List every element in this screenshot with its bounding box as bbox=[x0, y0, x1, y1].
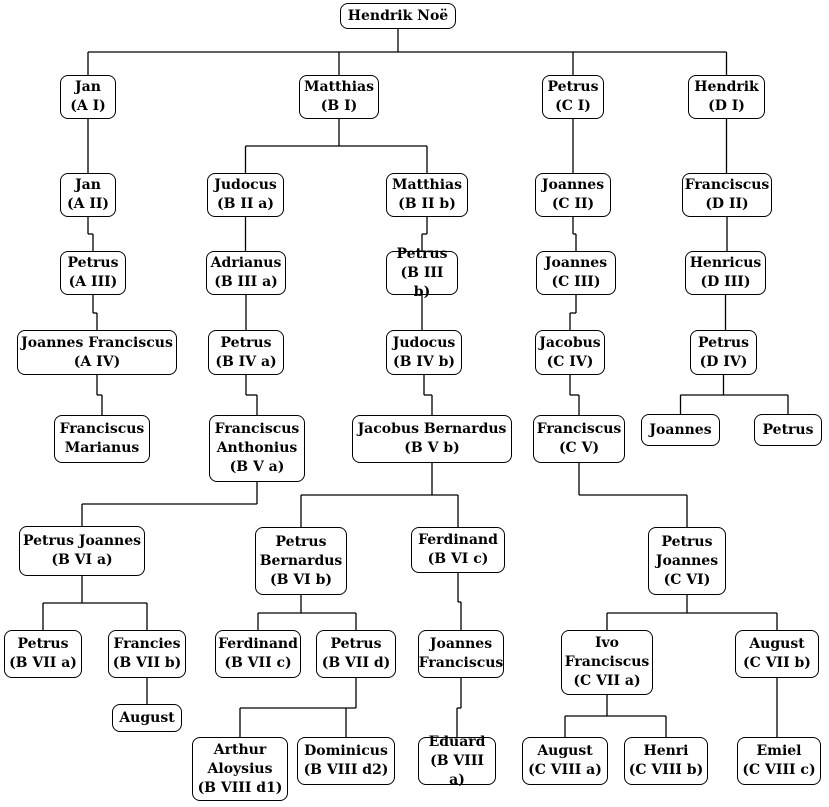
node-c5: Franciscus (C V) bbox=[533, 415, 625, 463]
node-b7b: Francies (B VII b) bbox=[108, 630, 186, 678]
node-label: Joannes (C III) bbox=[544, 255, 608, 290]
node-label: Joannes Franciscus bbox=[418, 636, 504, 671]
node-label: Petrus Joannes (B VI a) bbox=[23, 533, 142, 568]
node-label: Petrus (B VII a) bbox=[9, 636, 77, 671]
node-label: Matthias (B II b) bbox=[392, 177, 462, 212]
node-label: August (C VII b) bbox=[743, 636, 811, 671]
node-c8b: Henri (C VIII b) bbox=[624, 737, 708, 785]
node-c8c: Emiel (C VIII c) bbox=[737, 737, 821, 785]
node-b6a: Petrus Joannes (B VI a) bbox=[19, 526, 145, 576]
node-label: Emiel (C VIII c) bbox=[742, 743, 816, 778]
node-d1: Hendrik (D I) bbox=[688, 75, 765, 119]
node-label: Judocus (B IV b) bbox=[392, 334, 456, 370]
node-b7d: Petrus (B VII d) bbox=[316, 630, 396, 678]
node-b5a: Franciscus Anthonius (B V a) bbox=[209, 415, 305, 482]
node-label: August (C VIII a) bbox=[528, 743, 602, 778]
node-label: Franciscus Anthonius (B V a) bbox=[214, 421, 300, 475]
node-b6b: Petrus Bernardus (B VI b) bbox=[255, 527, 347, 595]
node-label: Petrus (A III) bbox=[67, 255, 119, 290]
node-label: Jacobus (C IV) bbox=[539, 334, 601, 370]
node-d5b: Petrus bbox=[754, 414, 822, 446]
node-label: Petrus (B III b) bbox=[396, 245, 448, 300]
node-c7a: Ivo Franciscus (C VII a) bbox=[561, 630, 653, 695]
node-b1: Matthias (B I) bbox=[299, 75, 379, 119]
node-label: Petrus (B IV a) bbox=[215, 334, 277, 370]
node-b2a: Judocus (B II a) bbox=[207, 173, 284, 217]
node-b5b: Jacobus Bernardus (B V b) bbox=[352, 415, 512, 463]
node-c7b: August (C VII b) bbox=[735, 630, 819, 678]
node-c1: Petrus (C I) bbox=[542, 75, 604, 119]
node-c6: Petrus Joannes (C VI) bbox=[648, 527, 726, 595]
node-label: Arthur Aloysius (B VIII d1) bbox=[197, 741, 283, 796]
node-label: Petrus Bernardus (B VI b) bbox=[259, 533, 343, 588]
node-label: Judocus (B II a) bbox=[214, 177, 277, 212]
node-b3b: Petrus (B III b) bbox=[386, 246, 458, 300]
node-label: Ivo Franciscus (C VII a) bbox=[564, 635, 650, 689]
node-label: Petrus (C I) bbox=[547, 79, 599, 114]
node-label: Hendrik Noë bbox=[347, 7, 449, 24]
node-c3: Joannes (C III) bbox=[536, 251, 616, 295]
node-a4: Joannes Franciscus (A IV) bbox=[17, 330, 177, 375]
node-label: Petrus (B VII d) bbox=[321, 636, 391, 671]
node-b8d1: Arthur Aloysius (B VIII d1) bbox=[192, 737, 288, 801]
node-d4: Petrus (D IV) bbox=[690, 330, 757, 375]
node-label: Jan (A I) bbox=[70, 79, 106, 114]
node-b8b: August bbox=[112, 704, 182, 732]
node-label: Franciscus (D II) bbox=[684, 177, 770, 212]
node-root: Hendrik Noë bbox=[340, 3, 456, 29]
node-b4a: Petrus (B IV a) bbox=[208, 330, 284, 375]
node-label: Francies (B VII b) bbox=[112, 636, 182, 671]
node-b3a: Adrianus (B III a) bbox=[206, 251, 286, 295]
node-label: Dominicus (B VIII d2) bbox=[303, 743, 389, 778]
node-a1: Jan (A I) bbox=[60, 75, 116, 119]
node-label: Ferdinand (B VI c) bbox=[418, 532, 498, 567]
node-b7a: Petrus (B VII a) bbox=[4, 630, 82, 678]
node-label: Eduard (B VIII a) bbox=[428, 733, 486, 788]
node-d3: Henricus (D III) bbox=[685, 251, 766, 295]
node-a2: Jan (A II) bbox=[60, 173, 116, 217]
node-label: Jan (A II) bbox=[66, 177, 110, 212]
node-label: Franciscus (C V) bbox=[536, 421, 622, 456]
node-label: Petrus bbox=[762, 421, 814, 438]
node-label: Hendrik (D I) bbox=[694, 79, 759, 114]
node-label: Jacobus Bernardus (B V b) bbox=[357, 421, 507, 456]
node-b7x: Joannes Franciscus bbox=[418, 630, 504, 678]
node-b8d2: Dominicus (B VIII d2) bbox=[297, 737, 395, 785]
node-b2b: Matthias (B II b) bbox=[386, 173, 468, 217]
node-b8a: Eduard (B VIII a) bbox=[418, 734, 496, 788]
node-label: Petrus (D IV) bbox=[698, 334, 749, 370]
node-b4b: Judocus (B IV b) bbox=[386, 330, 462, 375]
node-c4: Jacobus (C IV) bbox=[535, 330, 605, 375]
node-label: Joannes bbox=[649, 421, 712, 438]
node-c8a: August (C VIII a) bbox=[522, 737, 608, 785]
node-d2: Franciscus (D II) bbox=[682, 173, 772, 217]
node-label: Franciscus Marianus bbox=[59, 421, 145, 456]
node-label: Joannes Franciscus (A IV) bbox=[21, 334, 173, 370]
node-b7c: Ferdinand (B VII c) bbox=[215, 630, 301, 678]
node-label: Matthias (B I) bbox=[304, 79, 374, 114]
node-label: Joannes (C II) bbox=[541, 177, 605, 212]
node-label: August bbox=[119, 709, 175, 726]
node-a3: Petrus (A III) bbox=[60, 251, 126, 295]
node-label: Ferdinand (B VII c) bbox=[218, 636, 298, 671]
node-d5a: Joannes bbox=[641, 414, 720, 446]
node-label: Adrianus (B III a) bbox=[210, 255, 282, 290]
node-a5: Franciscus Marianus bbox=[54, 415, 150, 463]
node-label: Henri (C VIII b) bbox=[628, 743, 704, 778]
node-b6c: Ferdinand (B VI c) bbox=[411, 527, 505, 573]
node-label: Petrus Joannes (C VI) bbox=[655, 533, 719, 588]
node-label: Henricus (D III) bbox=[689, 255, 762, 290]
node-c2: Joannes (C II) bbox=[535, 173, 611, 217]
